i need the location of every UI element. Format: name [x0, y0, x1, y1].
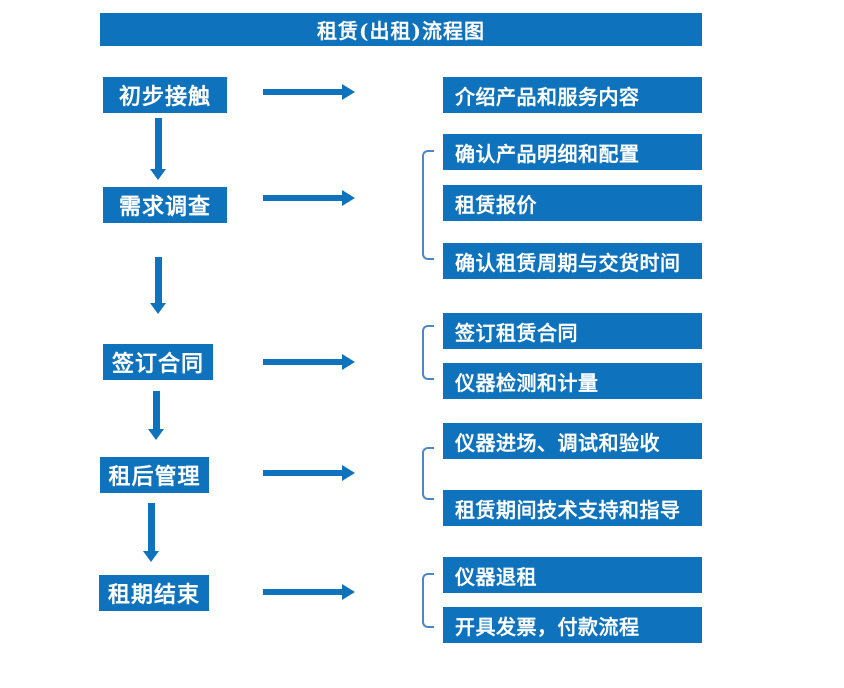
detail-box-sign-rental-contract: 签订租赁合同 — [443, 313, 702, 349]
stage-box-sign-contract: 签订合同 — [103, 344, 213, 380]
detail-box-invoice-payment: 开具发票，付款流程 — [443, 607, 702, 643]
detail-box-confirm-product-details: 确认产品明细和配置 — [443, 134, 702, 170]
detail-box-tech-support: 租赁期间技术支持和指导 — [443, 490, 702, 526]
detail-box-instrument-testing: 仪器检测和计量 — [443, 363, 702, 399]
chart-title: 租赁(出租)流程图 — [317, 19, 485, 43]
arrow-head — [342, 465, 355, 481]
arrow-shaft — [263, 359, 343, 365]
arrow-head — [342, 84, 355, 100]
stage-box-post-rental-management: 租后管理 — [100, 457, 209, 493]
detail-box-introduce-products: 介绍产品和服务内容 — [443, 77, 702, 113]
detail-box-confirm-rental-period: 确认租赁周期与交货时间 — [443, 243, 702, 279]
arrow-shaft — [155, 118, 162, 170]
arrow-shaft — [148, 503, 155, 552]
arrow-shaft — [263, 470, 343, 476]
right-arrow-icon-1 — [263, 84, 355, 100]
arrow-head — [143, 551, 159, 562]
right-arrow-icon-4 — [263, 465, 355, 481]
group-bracket-demand-survey — [422, 150, 434, 260]
stage-box-initial-contact: 初步接触 — [103, 77, 227, 113]
arrow-shaft — [155, 257, 162, 304]
stage-box-demand-survey: 需求调查 — [103, 187, 227, 223]
arrow-head — [342, 190, 355, 206]
right-arrow-icon-5 — [263, 584, 355, 600]
group-bracket-post-rental — [422, 447, 434, 500]
arrow-head — [150, 169, 166, 180]
detail-box-rental-quote: 租赁报价 — [443, 185, 702, 221]
chart-title-bar: 租赁(出租)流程图 — [100, 13, 702, 46]
stage-box-lease-end: 租期结束 — [99, 575, 209, 611]
group-bracket-sign-contract — [422, 325, 434, 380]
arrow-head — [148, 429, 164, 440]
arrow-shaft — [263, 195, 343, 201]
group-bracket-lease-end — [422, 573, 434, 628]
arrow-head — [342, 584, 355, 600]
arrow-head — [342, 354, 355, 370]
arrow-head — [150, 303, 166, 314]
arrow-shaft — [263, 589, 343, 595]
down-arrow-icon-3 — [148, 391, 165, 440]
down-arrow-icon-1 — [150, 118, 167, 180]
down-arrow-icon-2 — [150, 257, 167, 314]
detail-box-instrument-entry: 仪器进场、调试和验收 — [443, 423, 702, 459]
right-arrow-icon-2 — [263, 190, 355, 206]
arrow-shaft — [153, 391, 160, 430]
right-arrow-icon-3 — [263, 354, 355, 370]
detail-box-instrument-return: 仪器退租 — [443, 557, 702, 593]
down-arrow-icon-4 — [143, 503, 160, 562]
arrow-shaft — [263, 89, 343, 95]
